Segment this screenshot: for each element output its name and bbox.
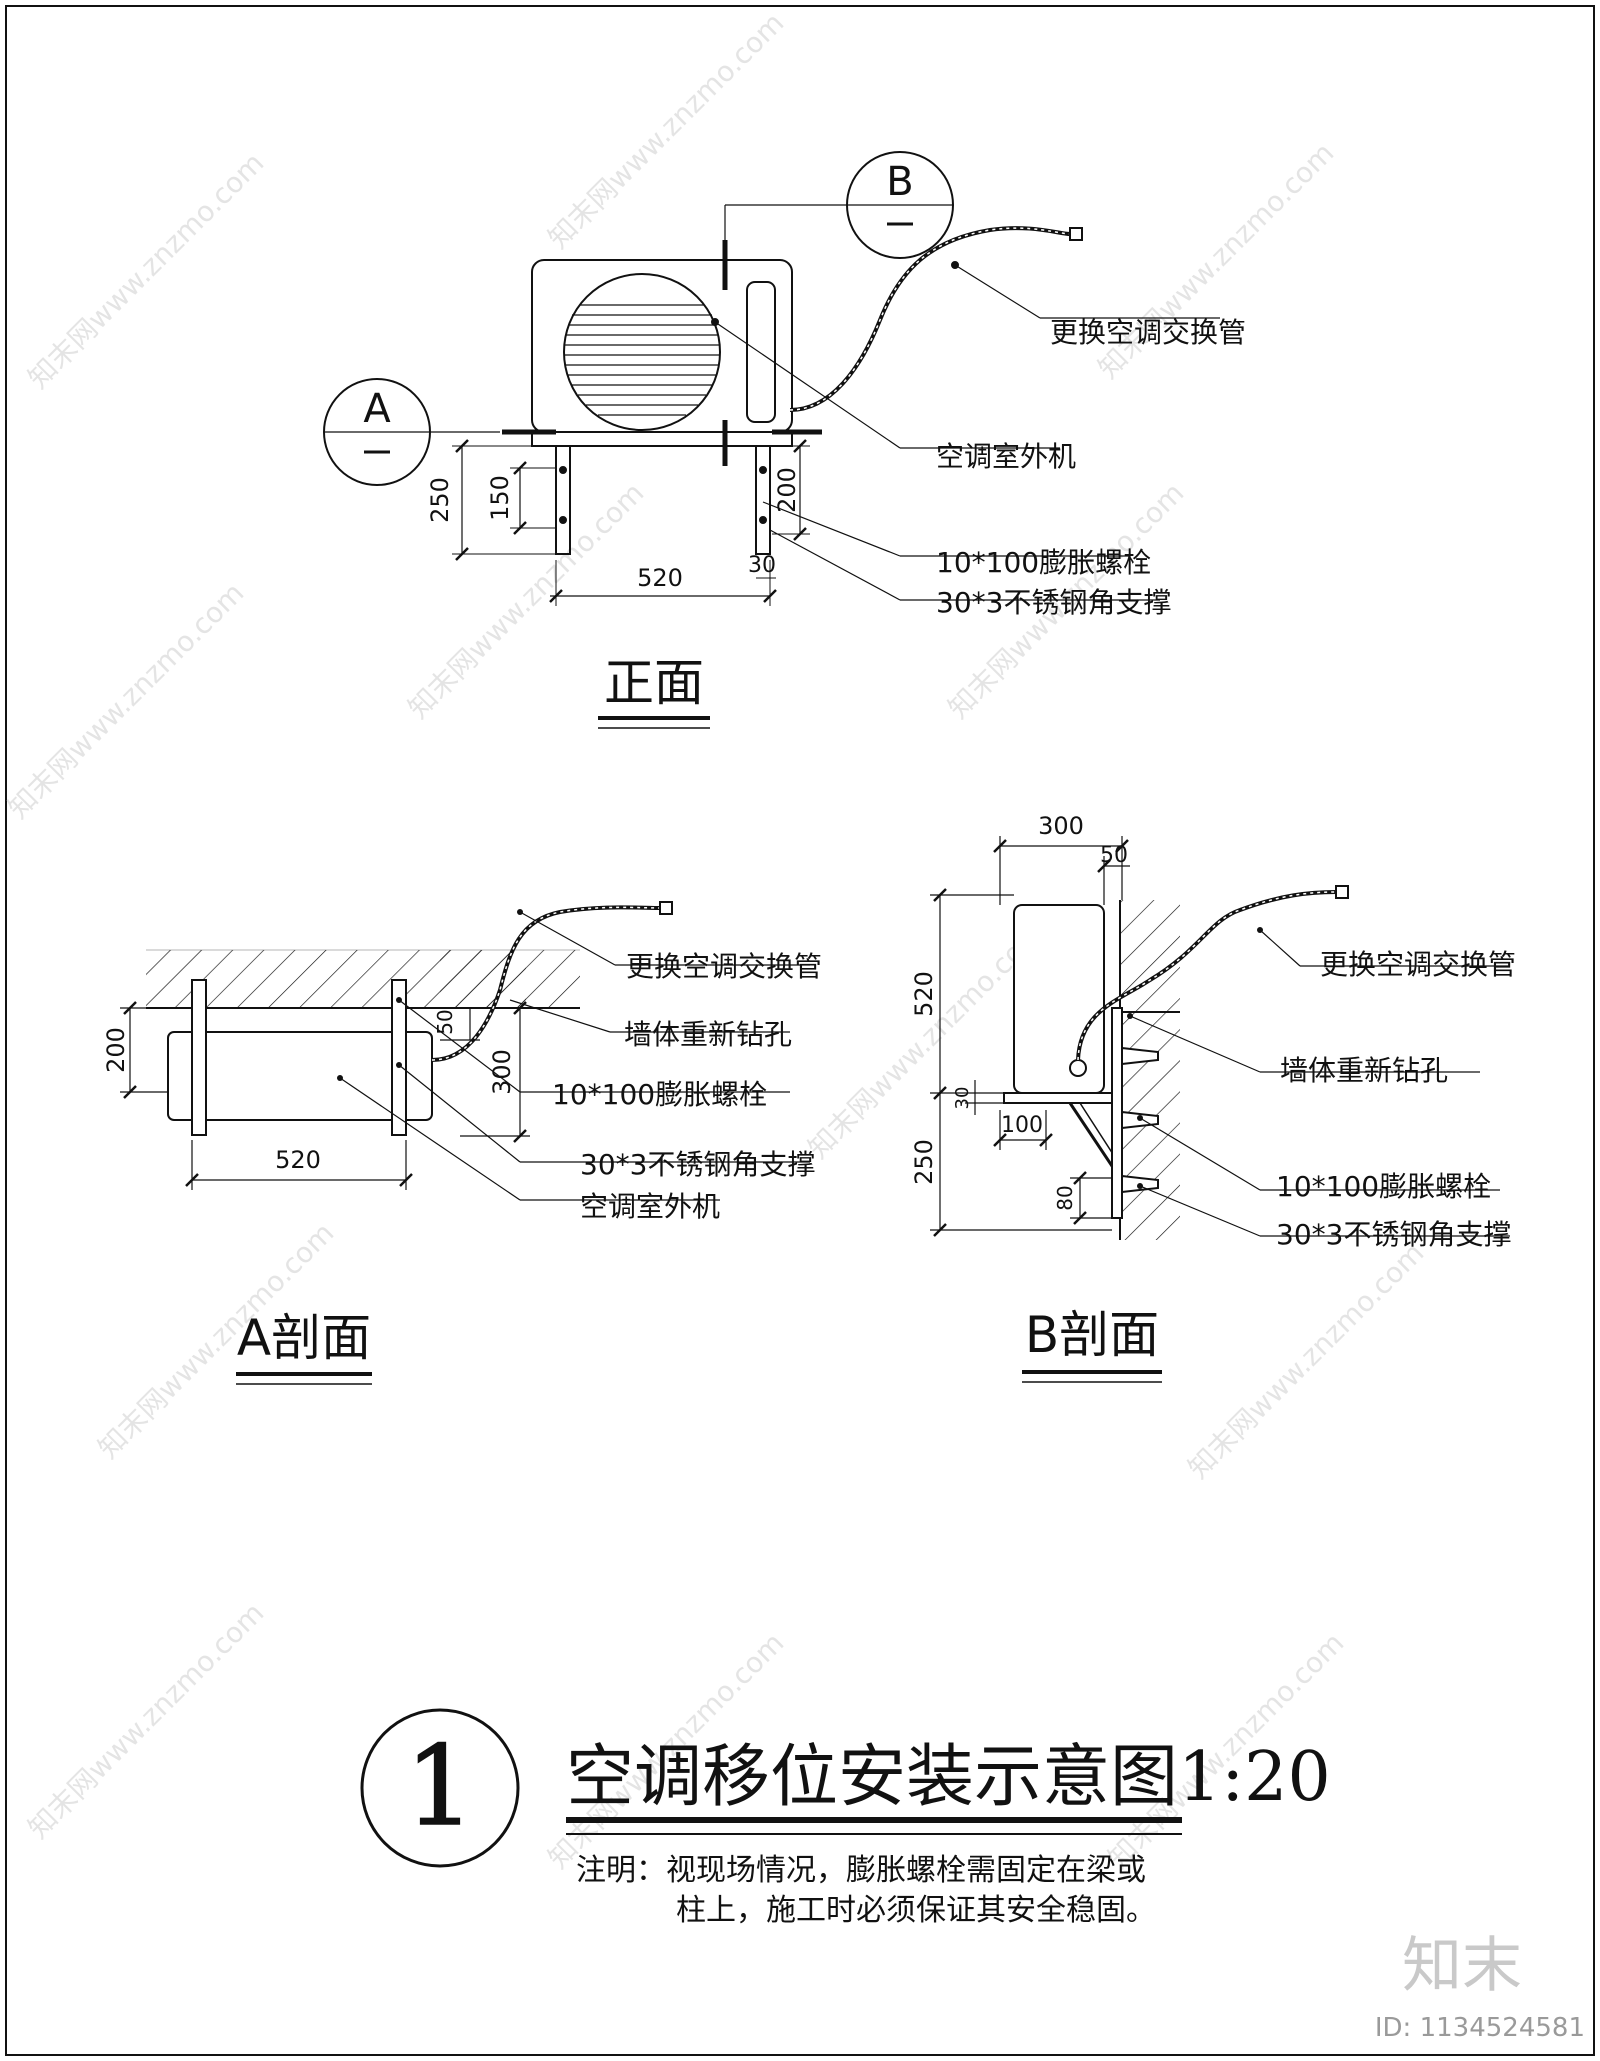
dim-200: 200 xyxy=(773,467,801,513)
dim-80: 80 xyxy=(1053,1185,1077,1210)
dim-30: 30 xyxy=(952,1087,973,1110)
label-steel-bracket: 30*3不锈钢角支撑 xyxy=(1276,1218,1511,1251)
image-id: ID: 1134524581 xyxy=(1375,2013,1585,2043)
section-a-view: 200 520 50 300 更换空调交换管 墙体重新钻孔 10*100膨胀螺栓… xyxy=(102,901,822,1385)
fan-grille xyxy=(563,273,721,431)
label-exchange-pipe: 更换空调交换管 xyxy=(626,950,822,983)
label-outdoor-unit: 空调室外机 xyxy=(936,440,1076,473)
sheet-border xyxy=(5,5,1595,2056)
label-wall-drill: 墙体重新钻孔 xyxy=(624,1018,792,1051)
dim-520: 520 xyxy=(637,564,683,592)
note-line-1: 注明：视现场情况，膨胀螺栓需固定在梁或 xyxy=(576,1853,1146,1888)
label-exchange-pipe: 更换空调交换管 xyxy=(1320,948,1516,981)
label-exchange-pipe: 更换空调交换管 xyxy=(1050,316,1246,349)
watermark: 知末网www.znzmo.com xyxy=(22,1596,271,1845)
watermark: 知末网www.znzmo.com xyxy=(2,576,251,825)
ac-unit-base xyxy=(531,431,793,447)
watermark-group: 知末网www.znzmo.com 知末网www.znzmo.com 知末网www… xyxy=(2,6,1431,1875)
bracket-right xyxy=(755,445,771,555)
watermark: 知末网www.znzmo.com xyxy=(22,146,271,395)
label-outdoor-unit: 空调室外机 xyxy=(580,1190,720,1223)
exchange-pipe xyxy=(789,226,1071,412)
detail-number: 1 xyxy=(405,1722,475,1850)
dim-520: 520 xyxy=(275,1146,321,1174)
main-title: 空调移位安装示意图1:20 xyxy=(566,1738,1331,1817)
dim-50: 50 xyxy=(1100,843,1128,868)
detail-number-circle xyxy=(360,1708,520,1868)
front-dim-ticks xyxy=(455,439,807,603)
label-expansion-bolt: 10*100膨胀螺栓 xyxy=(936,546,1151,579)
label-expansion-bolt: 10*100膨胀螺栓 xyxy=(552,1078,767,1111)
section-b-title: B剖面 xyxy=(1025,1306,1159,1364)
label-wall-drill: 墙体重新钻孔 xyxy=(1280,1054,1448,1087)
dim-250: 250 xyxy=(426,477,454,523)
dim-300: 300 xyxy=(488,1049,516,1095)
watermark: 知末网www.znzmo.com xyxy=(1182,1236,1431,1485)
section-b-view: 300 50 520 30 100 250 80 更换空调交换管 墙体重新钻孔 … xyxy=(910,812,1516,1383)
brand-logo: 知末 xyxy=(1402,1931,1522,2001)
note-line-2: 柱上，施工时必须保证其安全稳固。 xyxy=(676,1893,1156,1928)
dim-50: 50 xyxy=(433,1009,457,1034)
bracket-right xyxy=(391,979,407,1136)
dim-520: 520 xyxy=(910,971,938,1017)
marker-b-label: B xyxy=(886,159,913,205)
dim-100: 100 xyxy=(1001,1113,1043,1138)
dim-300: 300 xyxy=(1038,812,1084,840)
ac-unit-body xyxy=(531,259,793,433)
section-a-title: A剖面 xyxy=(237,1309,371,1367)
ac-unit-body xyxy=(167,1031,433,1121)
front-view-title: 正面 xyxy=(604,654,704,712)
dim-30: 30 xyxy=(748,553,776,578)
ac-unit-body xyxy=(1013,904,1105,1094)
bracket-left xyxy=(555,445,571,555)
label-expansion-bolt: 10*100膨胀螺栓 xyxy=(1276,1170,1491,1203)
fan-grille-bars xyxy=(565,304,719,416)
label-steel-bracket: 30*3不锈钢角支撑 xyxy=(936,586,1171,619)
label-steel-bracket: 30*3不锈钢角支撑 xyxy=(580,1148,815,1181)
front-view xyxy=(430,204,1220,606)
bracket-shelf xyxy=(1003,1092,1121,1104)
side-panel xyxy=(746,281,776,423)
bracket-left xyxy=(191,979,207,1136)
section-marker-a: A xyxy=(323,378,431,486)
marker-a-label: A xyxy=(363,386,391,432)
title-block: 1 空调移位安装示意图1:20 注明：视现场情况，膨胀螺栓需固定在梁或 柱上，施… xyxy=(360,1708,1331,1928)
watermark: 知末网www.znzmo.com xyxy=(542,6,791,255)
dim-250: 250 xyxy=(910,1139,938,1185)
section-marker-b: B xyxy=(846,151,954,259)
dim-200: 200 xyxy=(102,1027,130,1073)
front-view-text: 250 150 200 520 30 更换空调交换管 空调室外机 10*100膨… xyxy=(426,316,1246,729)
dim-150: 150 xyxy=(486,475,514,521)
